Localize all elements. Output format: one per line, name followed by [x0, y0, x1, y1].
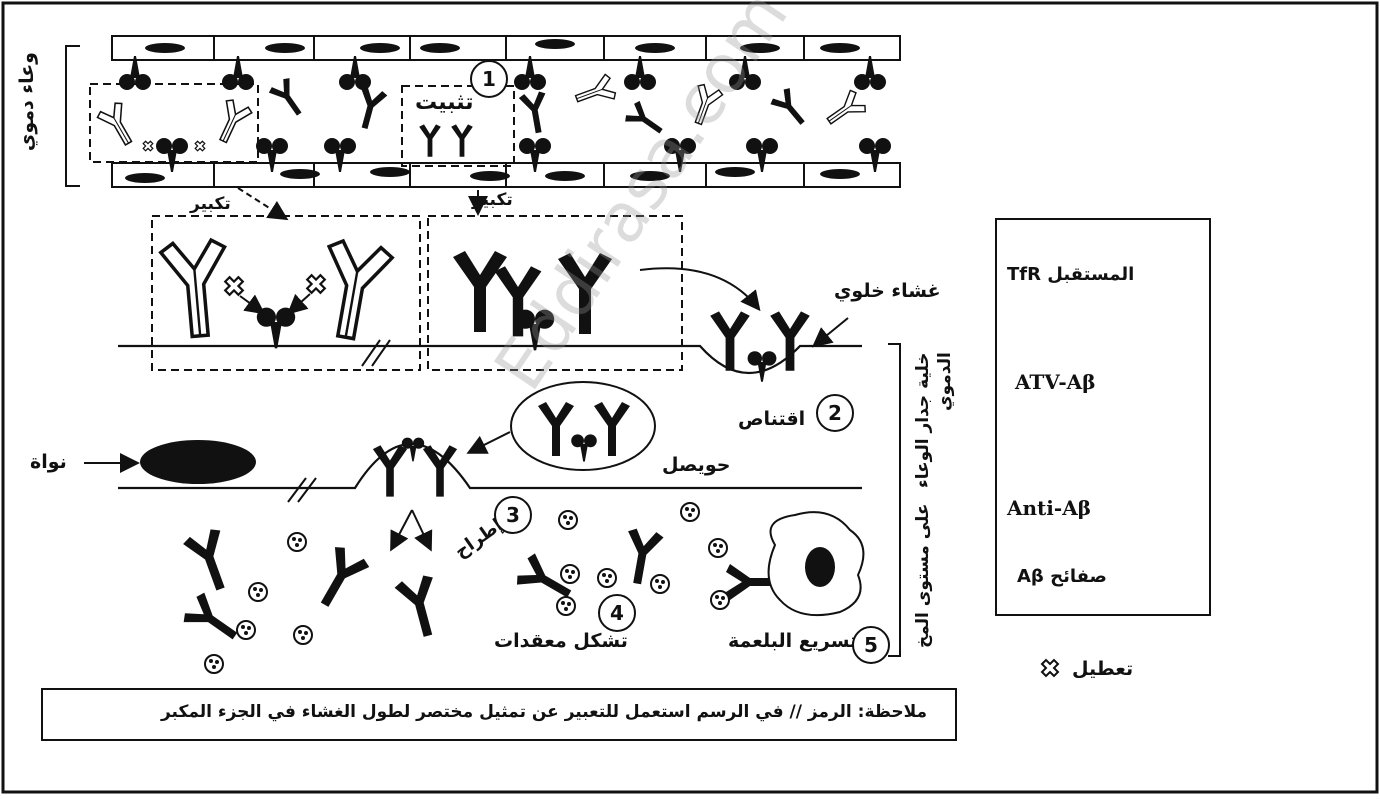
label-complex-formation: تشكل معقدات — [494, 630, 628, 652]
release-arrow-left — [392, 510, 412, 548]
vesicle-arrow — [470, 432, 510, 452]
label-vessel-wall-cell: خلية جدار الوعاء الدموي — [912, 352, 956, 492]
label-vessel: وعاء دموي — [16, 52, 38, 151]
release-arrow-right — [412, 510, 430, 548]
note-text: ملاحظة: الرمز // في الرسم استعمل للتعبير… — [161, 702, 927, 722]
break-mark-2b — [298, 478, 316, 502]
label-zoom-left: تكبير — [190, 194, 231, 214]
vessel-bracket — [66, 46, 80, 186]
legend-anti: Anti-Aβ — [1007, 496, 1091, 520]
membrane-pointer — [815, 318, 848, 345]
enlarged-left-content — [160, 239, 393, 349]
zoom-arrow-left — [238, 188, 285, 218]
label-phagocytosis: تسريع البلعمة — [728, 630, 857, 652]
note-box: ملاحظة: الرمز // في الرسم استعمل للتعبير… — [41, 688, 957, 741]
label-vesicle: حويصل — [662, 454, 730, 476]
step-3-marker: 3 — [494, 496, 532, 534]
brain-plaques — [205, 503, 729, 673]
right-bracket — [888, 344, 900, 656]
legend-tfr: المستقبل TfR — [1007, 264, 1134, 285]
legend-plaques: صفائح Aβ — [1017, 566, 1107, 587]
legend-box: المستقبل TfR ATV-Aβ Anti-Aβ صفائح Aβ — [995, 218, 1211, 616]
step-2-marker: 2 — [816, 394, 854, 432]
phagocyte-nucleus — [805, 547, 835, 587]
legend-atv: ATV-Aβ — [1015, 370, 1095, 394]
exocytosis-content — [373, 438, 457, 497]
label-fixation: تثبيت — [415, 90, 474, 115]
step-1-marker: 1 — [470, 60, 508, 98]
break-mark-2a — [288, 478, 306, 502]
label-nucleus: نواة — [30, 451, 67, 473]
label-cell-membrane: غشاء خلوي — [834, 280, 941, 302]
label-capture: اقتناص — [738, 408, 805, 430]
nucleus-shape — [140, 440, 256, 484]
label-zoom-right: تكبير — [472, 190, 513, 210]
legend-block: تعطيل — [1072, 658, 1133, 680]
invagination-content — [710, 311, 810, 381]
step-5-marker: 5 — [852, 626, 890, 664]
step-4-marker: 4 — [598, 594, 636, 632]
label-brain-level: على مستوى المخ — [912, 504, 934, 654]
fixation-antibodies — [143, 124, 473, 156]
break-mark-1a — [362, 340, 380, 366]
break-mark-1b — [372, 340, 390, 366]
arrow-to-invagination — [640, 268, 758, 308]
